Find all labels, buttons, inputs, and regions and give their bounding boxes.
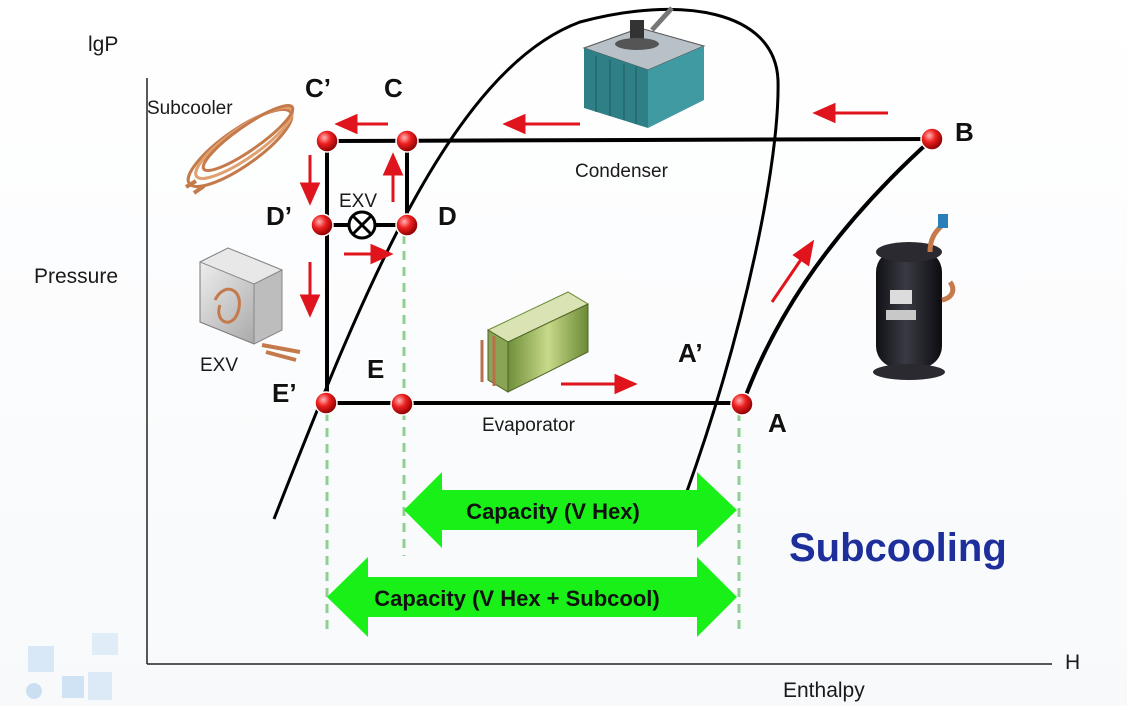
subcooler-label: Subcooler xyxy=(147,98,233,119)
arrow-condenser-mid xyxy=(502,113,580,135)
flow-arrows xyxy=(299,102,888,395)
capacity-v-hex-subcool-label: Capacity (V Hex + Subcool) xyxy=(374,586,659,611)
evaporator-icon xyxy=(480,291,590,393)
condenser-label: Condenser xyxy=(575,161,669,182)
exv-unit-icon xyxy=(198,247,301,362)
point-e-prime xyxy=(314,391,338,415)
label-a: A xyxy=(768,408,787,438)
arrow-evaporator xyxy=(561,373,638,395)
subcooler-icon xyxy=(184,104,295,195)
arrow-right-d xyxy=(344,243,394,265)
condenser-icon xyxy=(582,6,706,128)
cycle-lines xyxy=(322,137,933,405)
arrow-condenser-top xyxy=(812,102,888,124)
label-a-prime: A’ xyxy=(678,338,703,368)
state-points xyxy=(310,127,944,416)
label-d-prime: D’ xyxy=(266,201,292,231)
arrow-compression xyxy=(770,239,815,303)
label-e: E xyxy=(367,354,384,384)
slide-title: Subcooling xyxy=(789,526,1007,570)
y-axis-label: Pressure xyxy=(34,265,118,288)
point-e xyxy=(390,392,414,416)
exv-center-label: EXV xyxy=(339,191,377,212)
arrow-subcooler-left xyxy=(334,113,388,135)
evaporator-label: Evaporator xyxy=(482,415,576,436)
y-axis-top-label: lgP xyxy=(88,33,118,56)
label-c: C xyxy=(384,73,403,103)
point-c xyxy=(395,129,419,153)
point-d-prime xyxy=(310,213,334,237)
label-d: D xyxy=(438,201,457,231)
point-a xyxy=(730,392,754,416)
point-c-prime xyxy=(315,129,339,153)
corner-decoration xyxy=(26,633,118,700)
x-axis-end-label: H xyxy=(1065,651,1080,674)
x-axis-label: Enthalpy xyxy=(783,679,865,702)
arrow-up-c xyxy=(382,152,404,202)
point-b xyxy=(920,127,944,151)
axes xyxy=(146,78,1052,665)
exv-valve-symbol xyxy=(347,210,377,240)
exv-side-label: EXV xyxy=(200,355,238,376)
label-e-prime: E’ xyxy=(272,378,297,408)
compressor-icon xyxy=(873,214,956,380)
compression-line xyxy=(741,137,934,404)
capacity-v-hex-subcool-arrow xyxy=(327,557,737,637)
label-b: B xyxy=(955,117,974,147)
label-c-prime: C’ xyxy=(305,73,331,103)
arrow-down-d-prime xyxy=(299,262,321,318)
capacity-v-hex-arrow xyxy=(404,472,737,548)
arrow-down-c-prime xyxy=(299,155,321,206)
point-d xyxy=(395,213,419,237)
capacity-v-hex-label: Capacity (V Hex) xyxy=(466,499,640,524)
